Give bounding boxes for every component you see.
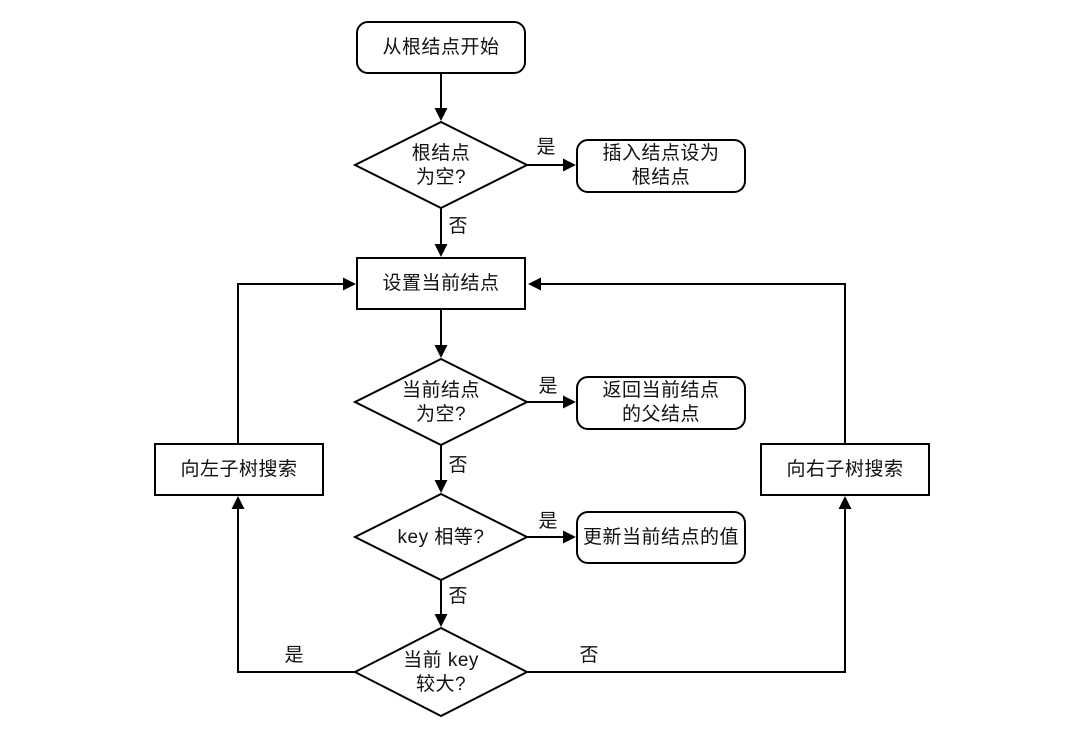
edge-search-right-to-set-current [528, 277, 846, 444]
node-label-insert-root-line1: 插入结点设为 [602, 143, 720, 164]
edge-search-left-to-set-current [237, 277, 356, 444]
edge-label-root-empty-no: 否 [448, 216, 468, 237]
edge-key-greater-yes-to-search-left [231, 496, 355, 673]
node-label-update-value-line: 更新当前结点的值 [582, 527, 740, 548]
node-label-current-empty: 当前结点 为空? [402, 379, 480, 427]
node-label-current-empty-line1: 当前结点 [401, 380, 481, 401]
edge-label-current-empty-no: 否 [448, 455, 468, 476]
edge-label-key-equal-yes: 是 [538, 511, 558, 532]
update-value-node-shape [576, 511, 746, 564]
start-node-shape [356, 21, 526, 74]
decision-key-equal-shape [352, 492, 530, 582]
node-label-return-parent-line2: 的父结点 [621, 404, 701, 425]
node-label-search-right-line: 向右子树搜索 [786, 459, 904, 480]
edge-label-key-greater-yes: 是 [284, 645, 304, 666]
edge-label-key-greater-no: 否 [579, 645, 599, 666]
node-label-key-equal-line: key 相等? [397, 527, 485, 548]
node-label-return-parent: 返回当前结点 的父结点 [602, 379, 719, 427]
node-label-key-greater-line2: 较大? [415, 674, 467, 695]
return-parent-node-shape [576, 376, 746, 430]
node-label-start: 从根结点开始 [382, 36, 499, 60]
set-current-node-shape [356, 257, 526, 310]
node-label-set-current-line: 设置当前结点 [382, 273, 500, 294]
edge-label-key-equal-no: 否 [448, 586, 468, 607]
node-label-key-greater-line1: 当前 key [403, 650, 479, 671]
node-label-insert-root: 插入结点设为 根结点 [602, 142, 719, 190]
node-label-search-right: 向右子树搜索 [786, 458, 903, 482]
node-label-search-left: 向左子树搜索 [180, 458, 297, 482]
node-label-root-empty-line1: 根结点 [411, 143, 471, 164]
node-label-key-greater: 当前 key 较大? [403, 649, 479, 697]
node-label-search-left-line: 向左子树搜索 [180, 459, 298, 480]
node-label-start-line: 从根结点开始 [382, 37, 500, 58]
insert-root-node-shape [576, 139, 746, 193]
node-label-update-value: 更新当前结点的值 [583, 526, 739, 550]
node-label-insert-root-line2: 根结点 [631, 167, 691, 188]
node-label-return-parent-line1: 返回当前结点 [602, 380, 720, 401]
decision-root-empty-shape [352, 120, 530, 210]
edge-label-current-empty-yes: 是 [538, 376, 558, 397]
node-label-key-equal: key 相等? [398, 526, 485, 550]
edge-key-greater-no-to-search-right [527, 496, 852, 673]
search-left-node-shape [154, 443, 324, 496]
node-label-root-empty: 根结点 为空? [412, 142, 471, 190]
node-label-current-empty-line2: 为空? [415, 404, 467, 425]
search-right-node-shape [760, 443, 930, 496]
decision-key-greater-shape [352, 626, 530, 718]
node-label-set-current: 设置当前结点 [382, 272, 499, 296]
edge-label-root-empty-yes: 是 [536, 137, 556, 158]
node-label-root-empty-line2: 为空? [415, 167, 467, 188]
decision-current-empty-shape [352, 357, 530, 447]
